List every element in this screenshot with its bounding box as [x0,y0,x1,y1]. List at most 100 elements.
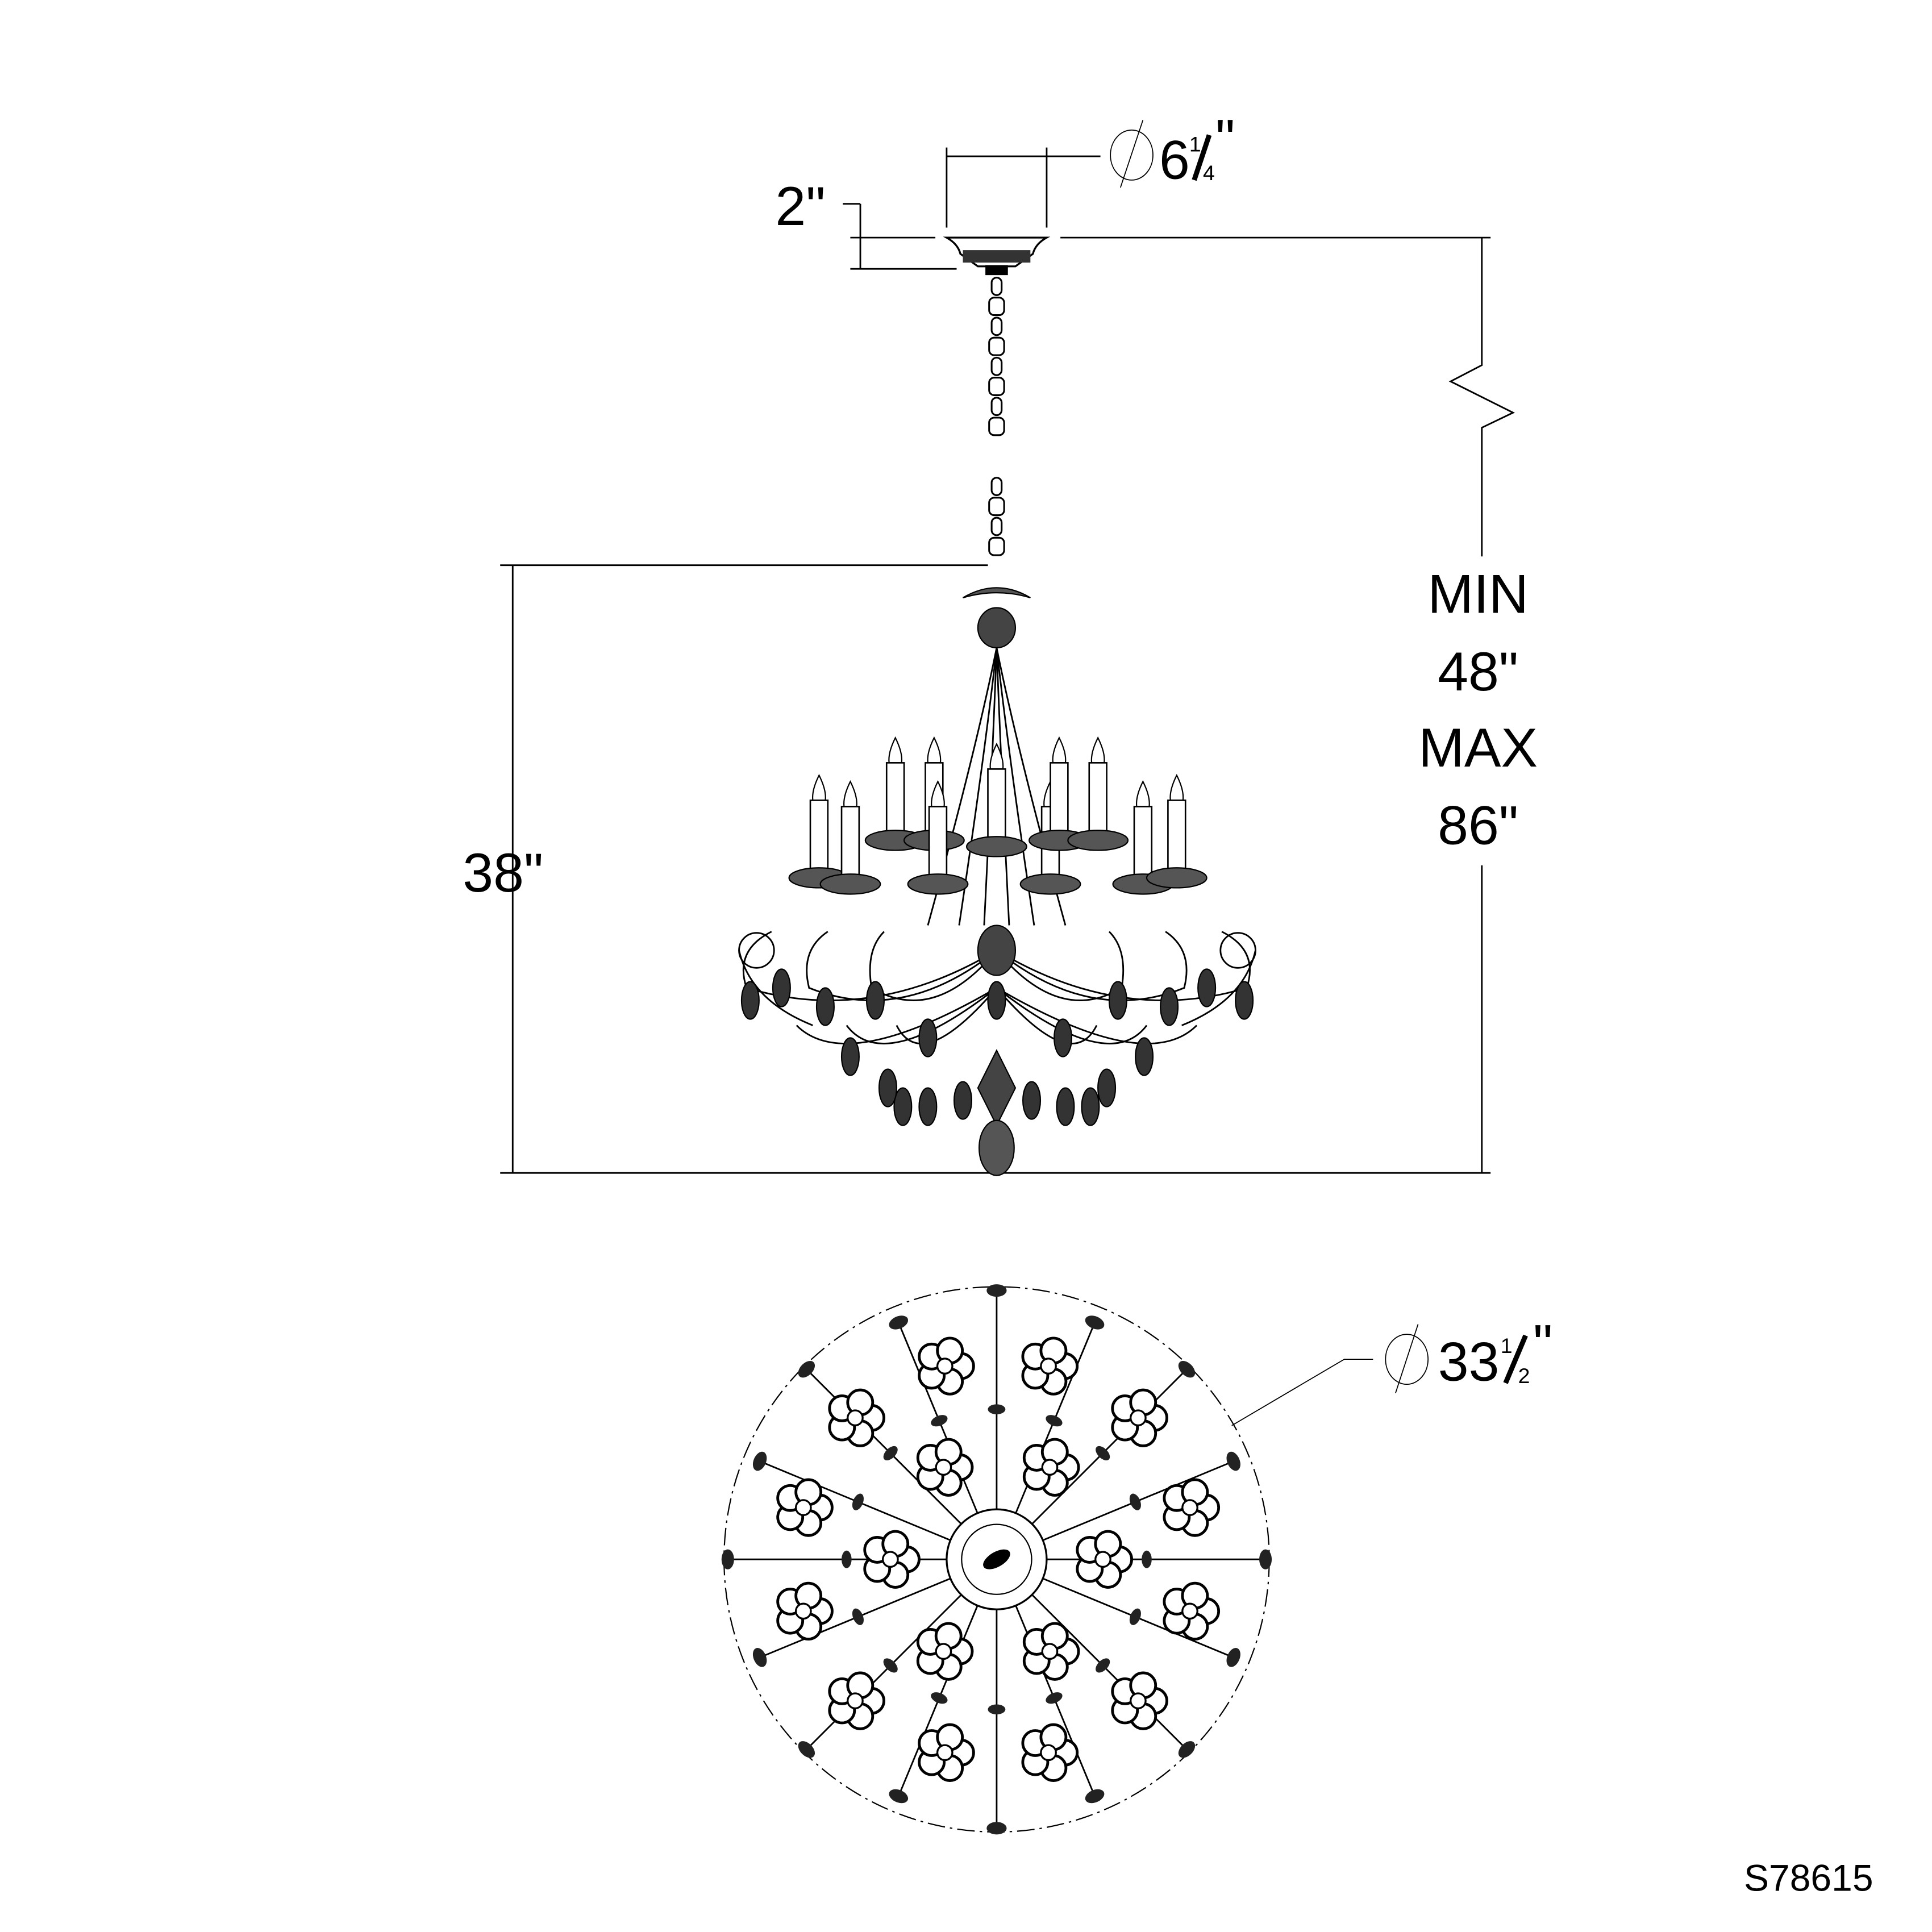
crystal [893,1087,913,1126]
chain-link [988,536,1005,556]
crystal [918,1087,938,1126]
candle [840,806,860,876]
chain-link [990,356,1003,376]
spoke-end [986,1822,1007,1835]
candle-flame [927,736,942,764]
fixture-height-label: 38" [463,842,543,903]
scroll-arm [738,950,813,1026]
center-drop [977,1049,1017,1127]
top-ornament [962,587,1031,598]
stem-arm [958,647,998,926]
canopy [943,236,1051,276]
candle [987,768,1006,839]
chain-link [988,417,1005,436]
spoke-end [752,1648,767,1667]
bottom-crystal [979,1119,1015,1176]
spoke-end [1259,1549,1272,1569]
crystal [1235,981,1254,1020]
chain-link [988,377,1005,396]
center-crystal [977,925,1017,976]
spoke-bead [931,1415,948,1427]
chain-link [990,517,1003,536]
spoke-end [986,1284,1007,1297]
spoke-end [798,1360,815,1378]
rosette [918,1723,975,1782]
arm-lower [996,987,1198,1044]
candle-flame [1052,736,1067,764]
spoke-end [1085,1315,1105,1330]
chain-link [990,277,1003,296]
rosette [1163,1581,1221,1640]
spoke-bead [1129,1493,1141,1510]
spoke-bead [852,1608,864,1625]
crystal [1160,987,1179,1026]
spoke-bead [883,1658,898,1673]
chain-link [988,297,1005,317]
canopy-height-label: 2" [775,175,825,237]
bobeche [1146,867,1208,889]
crystal [1081,1087,1100,1126]
overall-height-dimension: MIN 48" MAX 86" [1060,236,1538,1173]
rosette [1163,1478,1221,1537]
rosette [776,1581,834,1640]
spoke-end [889,1315,909,1330]
arm [869,931,998,1001]
chain-link [990,477,1003,496]
rosette [918,1336,975,1396]
candle [1133,806,1153,876]
crystal [1197,968,1217,1007]
chain-link [990,317,1003,336]
crystal [865,981,885,1020]
candle-flame [843,780,857,807]
spoke-bead [988,1404,1006,1414]
rosette [1022,1438,1080,1497]
arm [806,931,997,1001]
scroll [738,932,775,969]
bobeche [1019,873,1081,895]
rosette [828,1671,885,1730]
rosette [1022,1622,1080,1681]
spoke-end [752,1451,767,1471]
spoke-bead [842,1550,852,1568]
chain-link [988,336,1005,356]
spoke [806,1368,962,1525]
spoke-end [1178,1741,1196,1758]
rosette [916,1622,974,1681]
rosette [776,1478,834,1537]
rosette [1021,1723,1079,1782]
spoke [806,1594,962,1750]
crystal [1022,1081,1042,1120]
candle-flame [1090,736,1105,764]
arm [996,931,1125,1001]
crystal [772,968,791,1007]
diameter-icon [1385,1324,1429,1393]
canopy-diameter-unit: " [1215,107,1235,169]
crystal [815,987,835,1026]
candle [809,800,829,870]
spoke [1031,1594,1188,1750]
crystal [987,981,1006,1020]
fixture-diameter-dimension: 33 1 2 " [1231,1313,1552,1426]
scroll-arm [1181,950,1256,1026]
spoke-end [889,1789,909,1804]
diameter-icon [1110,119,1154,188]
max-value: 86" [1438,794,1518,856]
chain-link [990,397,1003,417]
crystal [1054,1018,1073,1057]
arm [996,931,1188,1001]
spoke-bead [1046,1692,1063,1704]
canopy-diameter-numerator: 1 [1189,132,1201,156]
bobeche [819,873,881,895]
fixture-diameter-unit: " [1533,1313,1552,1375]
crystal [1056,1087,1075,1126]
spoke-end [1226,1648,1240,1667]
crystal [953,1081,973,1120]
arm-lower [796,987,997,1044]
canopy-diameter-whole: 6 [1159,129,1190,191]
canopy-diameter-denominator: 4 [1203,161,1215,185]
spoke-bead [1096,1658,1110,1673]
crystal [740,981,760,1020]
chain [988,277,1005,556]
rosette [1021,1336,1079,1396]
